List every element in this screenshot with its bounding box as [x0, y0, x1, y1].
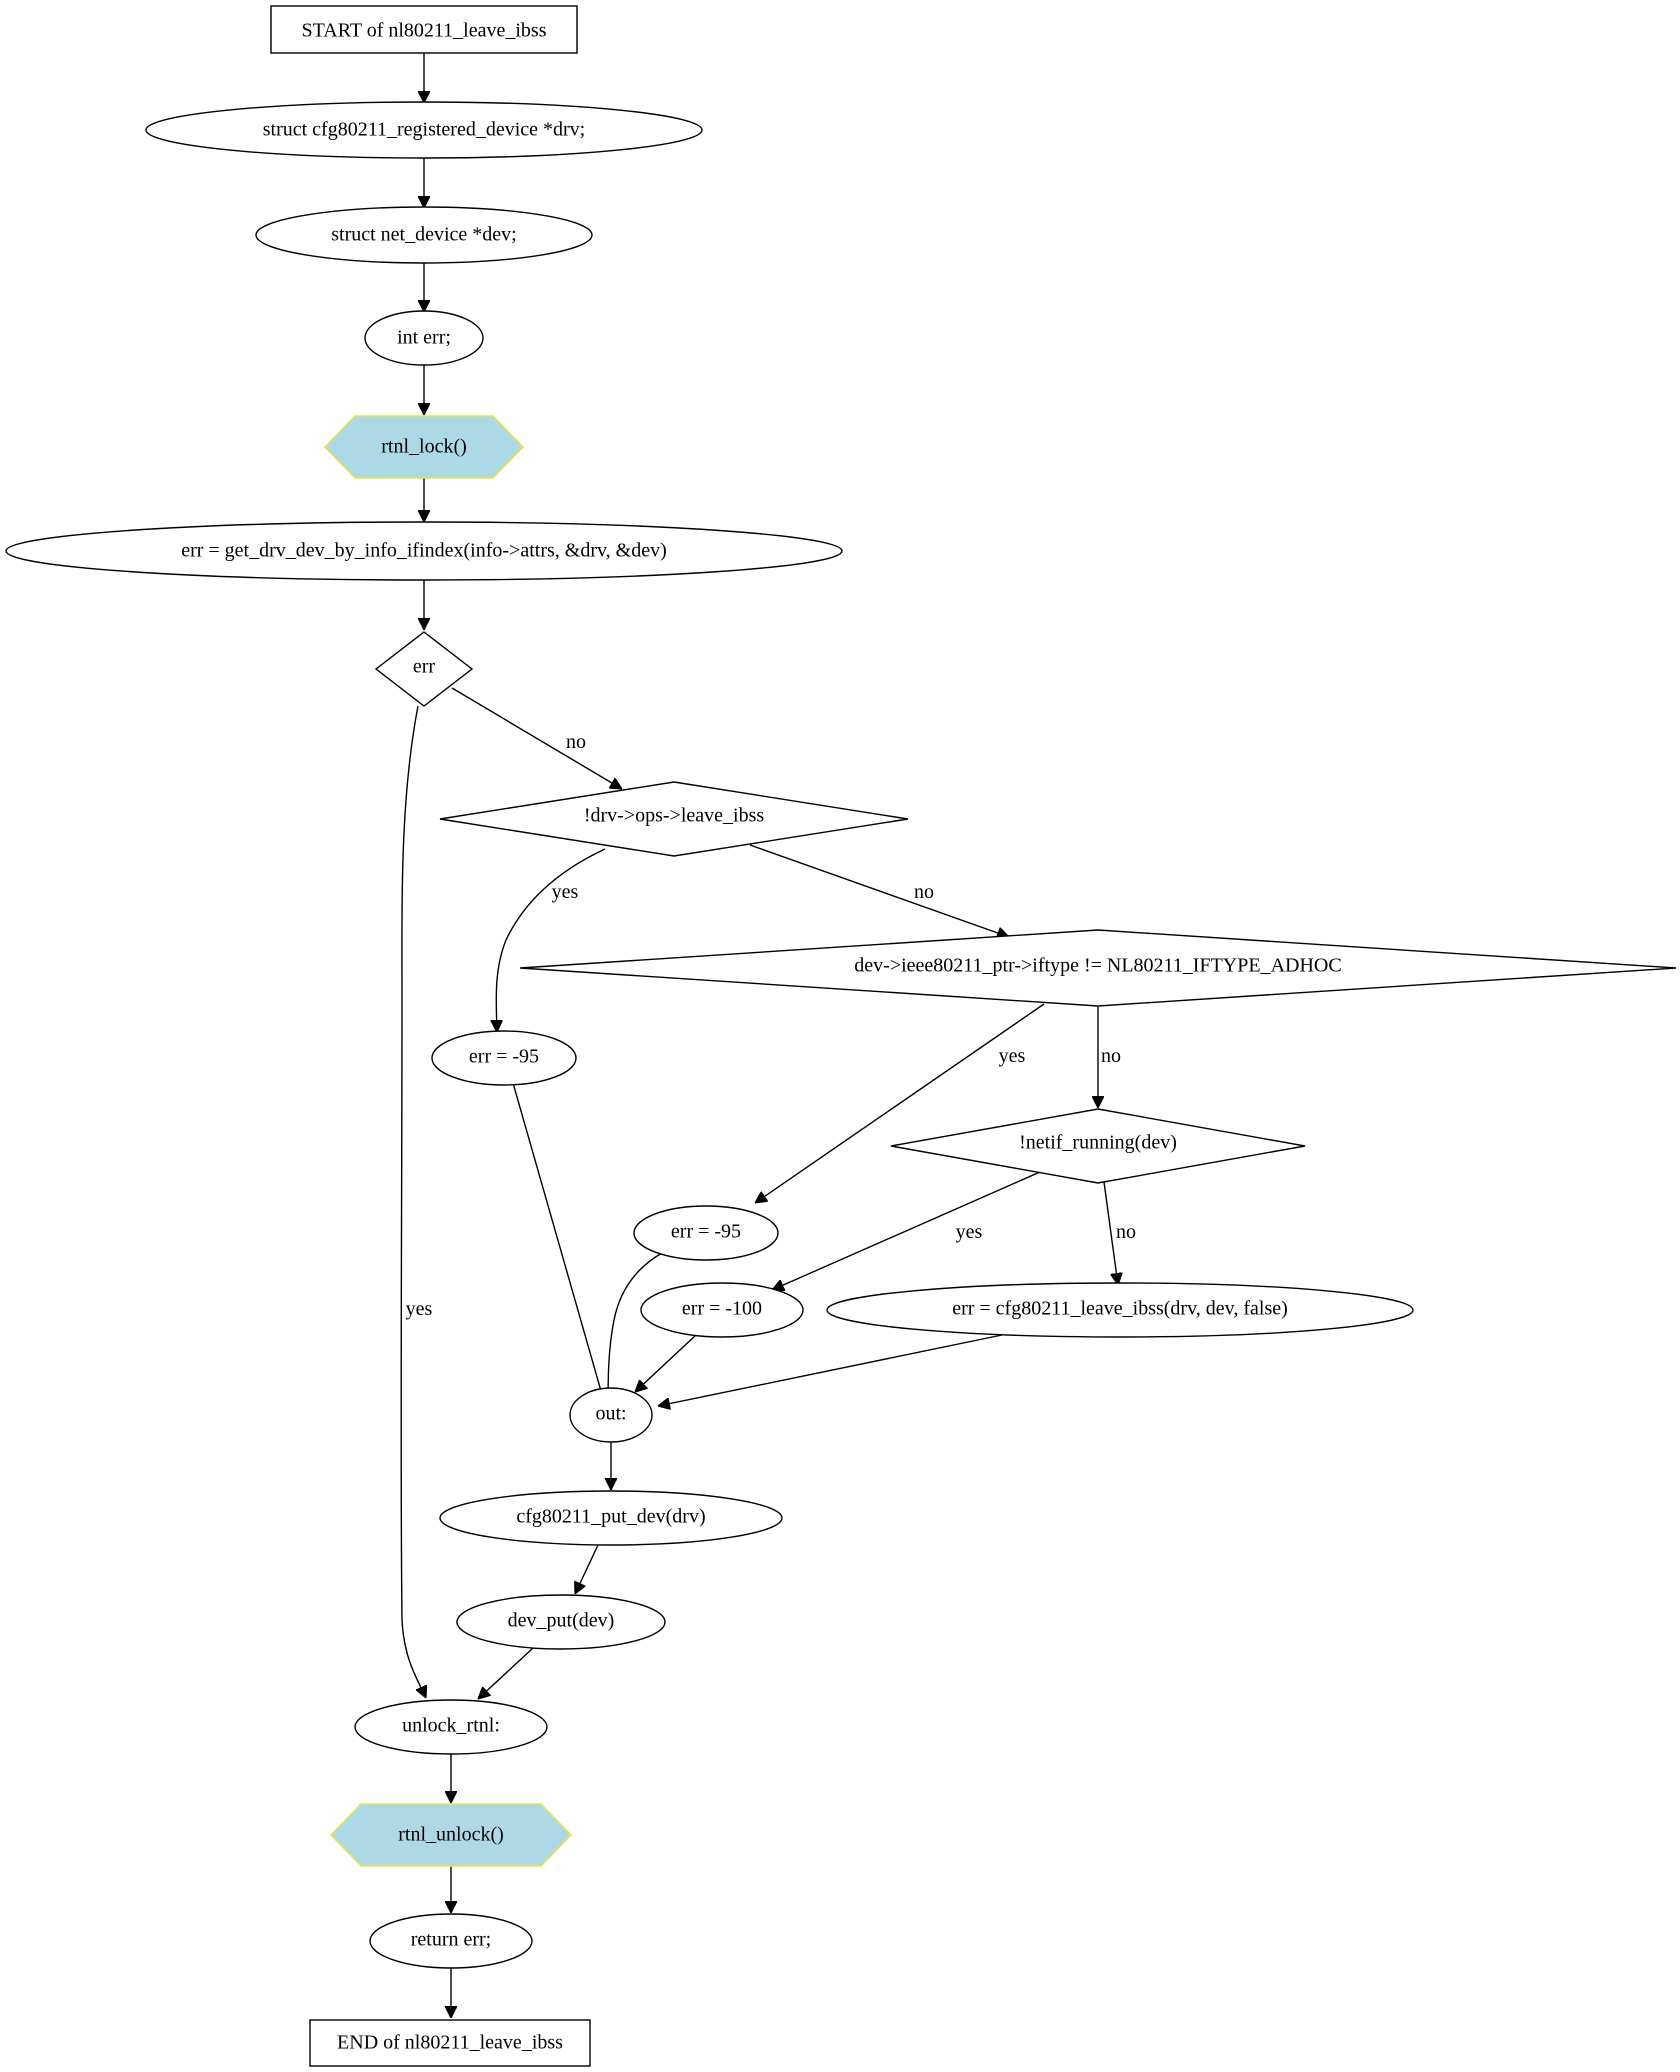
edge-label-iftype-no: no: [1101, 1045, 1121, 1067]
node-err100: err = -100: [640, 1282, 804, 1338]
edges: [400, 53, 1118, 2018]
edge-put-dev-to-dev-put: [575, 1544, 599, 1594]
node-rtnl-unlock: rtnl_unlock(): [329, 1803, 573, 1867]
node-start-label: START of nl80211_leave_ibss: [302, 20, 547, 42]
edge-cond-err-no: [451, 687, 622, 789]
node-cond-iftype: dev->ieee80211_ptr->iftype != NL80211_IF…: [519, 929, 1677, 1007]
node-dev-put-label: dev_put(dev): [508, 1610, 615, 1632]
node-cond-iftype-label: dev->ieee80211_ptr->iftype != NL80211_IF…: [854, 955, 1341, 977]
edge-label-running-no: no: [1116, 1221, 1136, 1243]
node-out-label: out:: [595, 1403, 626, 1425]
edge-cond-iftype-yes: [755, 1003, 1045, 1203]
edge-cond-ops-yes: [496, 848, 606, 1032]
edge-cond-running-yes: [772, 1171, 1041, 1290]
node-return-label: return err;: [411, 1929, 492, 1951]
node-put-dev: cfg80211_put_dev(drv): [439, 1490, 783, 1546]
node-err95-b-label: err = -95: [671, 1221, 741, 1243]
node-out: out:: [569, 1387, 653, 1443]
node-put-dev-label: cfg80211_put_dev(drv): [516, 1506, 705, 1528]
edge-label-ops-yes: yes: [552, 881, 579, 903]
node-unlock-label-label: unlock_rtnl:: [402, 1715, 500, 1737]
node-rtnl-lock: rtnl_lock(): [323, 415, 525, 479]
node-dev-put: dev_put(dev): [456, 1594, 666, 1650]
edge-cond-err-yes: [400, 705, 426, 1698]
node-err95-a: err = -95: [431, 1030, 577, 1086]
node-rtnl-lock-label: rtnl_lock(): [381, 436, 467, 458]
edge-label-running-yes: yes: [956, 1221, 983, 1243]
edge-cond-ops-no: [749, 844, 1009, 937]
node-unlock-label: unlock_rtnl:: [354, 1699, 548, 1755]
node-return: return err;: [369, 1913, 533, 1969]
node-decl-err-label: int err;: [397, 327, 451, 349]
node-rtnl-unlock-label: rtnl_unlock(): [398, 1824, 504, 1846]
node-err95-a-label: err = -95: [469, 1046, 539, 1068]
node-cond-err-label: err: [413, 656, 436, 678]
node-get-drv-label: err = get_drv_dev_by_info_ifindex(info->…: [181, 540, 667, 562]
node-cond-ops: !drv->ops->leave_ibss: [439, 781, 909, 857]
node-leave-call-label: err = cfg80211_leave_ibss(drv, dev, fals…: [952, 1298, 1288, 1320]
node-err100-label: err = -100: [682, 1298, 762, 1320]
node-get-drv: err = get_drv_dev_by_info_ifindex(info->…: [5, 521, 843, 581]
node-cond-running: !netif_running(dev): [890, 1108, 1306, 1184]
node-cond-ops-label: !drv->ops->leave_ibss: [584, 805, 765, 827]
node-decl-dev: struct net_device *dev;: [255, 206, 593, 264]
edge-label-err-no: no: [566, 731, 586, 753]
edge-leave-call-to-out: [658, 1334, 1003, 1406]
node-end: END of nl80211_leave_ibss: [309, 2019, 591, 2067]
edge-label-err-yes: yes: [406, 1298, 433, 1320]
edge-dev-put-to-unlock-label: [478, 1647, 534, 1699]
node-cond-running-label: !netif_running(dev): [1019, 1132, 1177, 1154]
edge-err95a-to-out: [512, 1082, 607, 1412]
edge-label-iftype-yes: yes: [999, 1045, 1026, 1067]
node-leave-call: err = cfg80211_leave_ibss(drv, dev, fals…: [826, 1282, 1414, 1338]
node-end-label: END of nl80211_leave_ibss: [337, 2032, 563, 2054]
edge-label-ops-no: no: [914, 881, 934, 903]
node-decl-drv-label: struct cfg80211_registered_device *drv;: [263, 119, 585, 141]
node-cond-err: err: [374, 631, 474, 707]
edge-labels: no yes yes no yes no yes no: [406, 731, 1136, 1320]
edge-cond-running-no: [1103, 1181, 1118, 1285]
node-decl-err: int err;: [364, 310, 484, 366]
edge-err100-to-out: [635, 1334, 697, 1392]
node-decl-drv: struct cfg80211_registered_device *drv;: [145, 101, 703, 159]
node-err95-b: err = -95: [633, 1205, 779, 1261]
node-decl-dev-label: struct net_device *dev;: [331, 224, 517, 246]
node-start: START of nl80211_leave_ibss: [270, 5, 578, 54]
edge-err95b-to-out: [608, 1252, 663, 1412]
